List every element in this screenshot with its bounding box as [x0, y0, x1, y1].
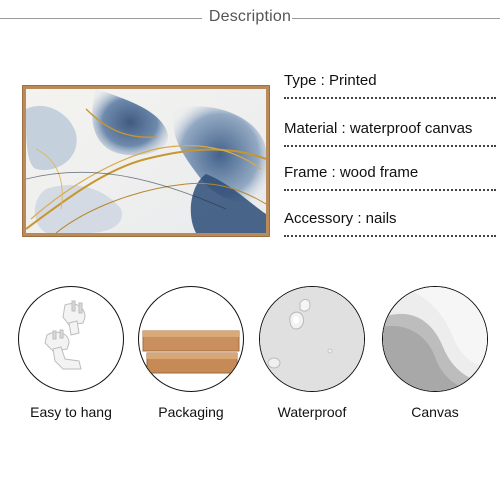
canvas-roll-icon — [383, 287, 487, 391]
framed-canvas-painting — [22, 85, 270, 237]
dotted-divider — [284, 235, 496, 237]
abstract-artwork-image — [26, 89, 266, 233]
spec-frame-text: Frame : wood frame — [284, 164, 419, 181]
wall-hook-icon — [44, 300, 86, 370]
header-line-right — [292, 18, 500, 19]
section-title: Description — [208, 8, 292, 25]
header-line-left — [0, 18, 202, 19]
feature-label: Packaging — [158, 404, 224, 420]
water-drop-icon — [260, 287, 364, 391]
dotted-divider — [284, 97, 496, 99]
feature-circle — [138, 286, 244, 392]
dotted-divider — [284, 189, 496, 191]
feature-circle — [259, 286, 365, 392]
spec-type-text: Type : Printed — [284, 72, 377, 89]
feature-label: Waterproof — [277, 404, 347, 420]
dotted-divider — [284, 145, 496, 147]
spec-material-text: Material : waterproof canvas — [284, 120, 473, 137]
feature-circle — [382, 286, 488, 392]
feature-easy-to-hang: Easy to hang — [18, 286, 128, 436]
cardboard-box-icon — [142, 330, 240, 374]
feature-waterproof: Waterproof — [259, 286, 369, 436]
feature-label: Easy to hang — [30, 404, 112, 420]
feature-canvas: Canvas — [382, 286, 492, 436]
spec-frame: Frame : wood frame — [284, 164, 496, 191]
feature-packaging: Packaging — [138, 286, 248, 436]
section-header: Description — [0, 8, 500, 28]
feature-circle — [18, 286, 124, 392]
spec-accessory-text: Accessory : nails — [284, 210, 397, 227]
feature-label: Canvas — [411, 404, 459, 420]
spec-type: Type : Printed — [284, 72, 496, 99]
spec-material: Material : waterproof canvas — [284, 120, 496, 147]
spec-accessory: Accessory : nails — [284, 210, 496, 237]
